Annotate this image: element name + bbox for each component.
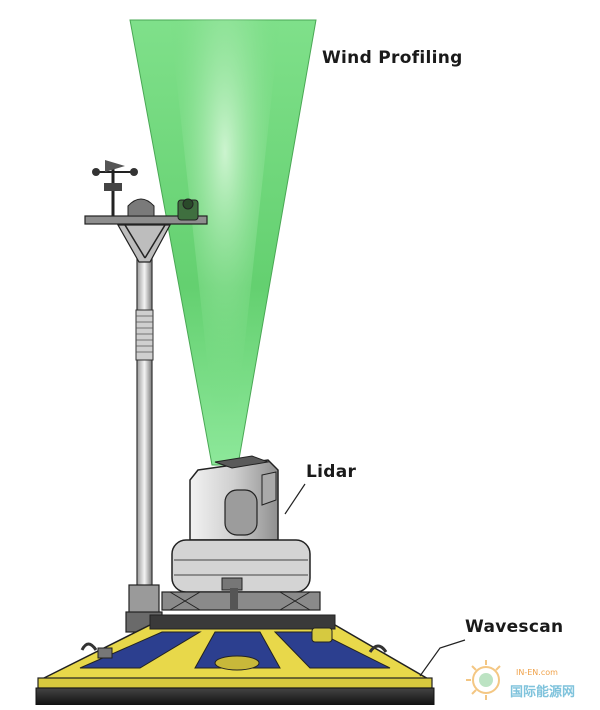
wavescan-buoy	[35, 614, 435, 706]
watermark-domain: IN-EN.com	[516, 668, 558, 677]
wavescan-label: Wavescan	[465, 617, 564, 637]
watermark-name: 国际能源网	[510, 685, 576, 700]
met-mast	[84, 160, 208, 633]
lidar-unit	[161, 455, 321, 611]
leader-lines	[284, 483, 466, 677]
wind-profiling-label: Wind Profiling	[322, 48, 463, 68]
watermark-logo	[466, 660, 501, 700]
lidar-label: Lidar	[306, 462, 357, 482]
